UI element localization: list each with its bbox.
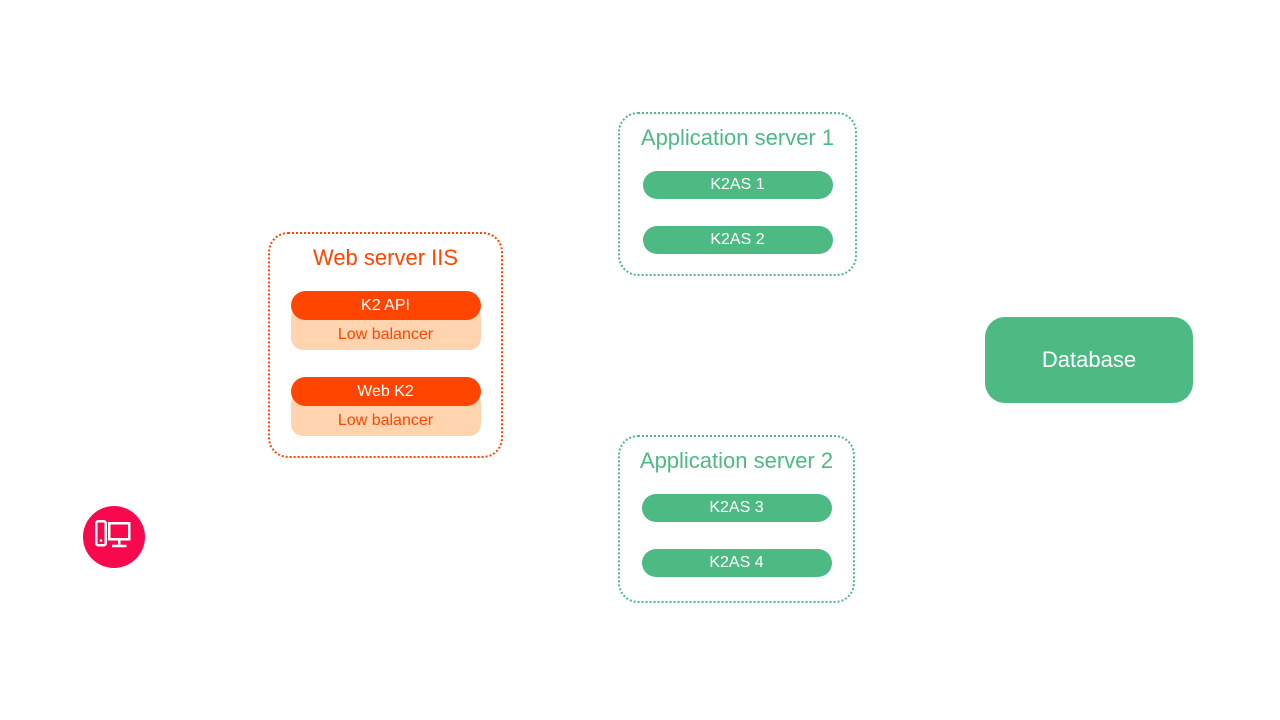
app-server-1-title: Application server 1	[640, 125, 835, 150]
web-k2-pill: Web K2	[290, 377, 481, 406]
web-server-group: Web server IIS K2 API Low balancer Web K…	[268, 232, 503, 458]
k2as-1-pill: K2AS 1	[642, 171, 833, 199]
k2as-2-pill: K2AS 2	[642, 226, 833, 254]
app-server-2-title: Application server 2	[639, 448, 834, 473]
web-server-title: Web server IIS	[312, 245, 459, 270]
database-node: Database	[985, 317, 1193, 403]
web-server-item-web-k2: Web K2 Low balancer	[290, 377, 481, 436]
client-node	[83, 506, 145, 568]
k2as-3-pill: K2AS 3	[641, 494, 832, 522]
k2-api-pill: K2 API	[290, 291, 481, 320]
desktop-computer-icon	[95, 519, 133, 555]
k2as-4-pill: K2AS 4	[641, 549, 832, 577]
web-server-item-k2-api: K2 API Low balancer	[290, 291, 481, 350]
app-server-1-group: Application server 1 K2AS 1 K2AS 2	[618, 112, 857, 276]
app-server-2-group: Application server 2 K2AS 3 K2AS 4	[618, 435, 855, 603]
